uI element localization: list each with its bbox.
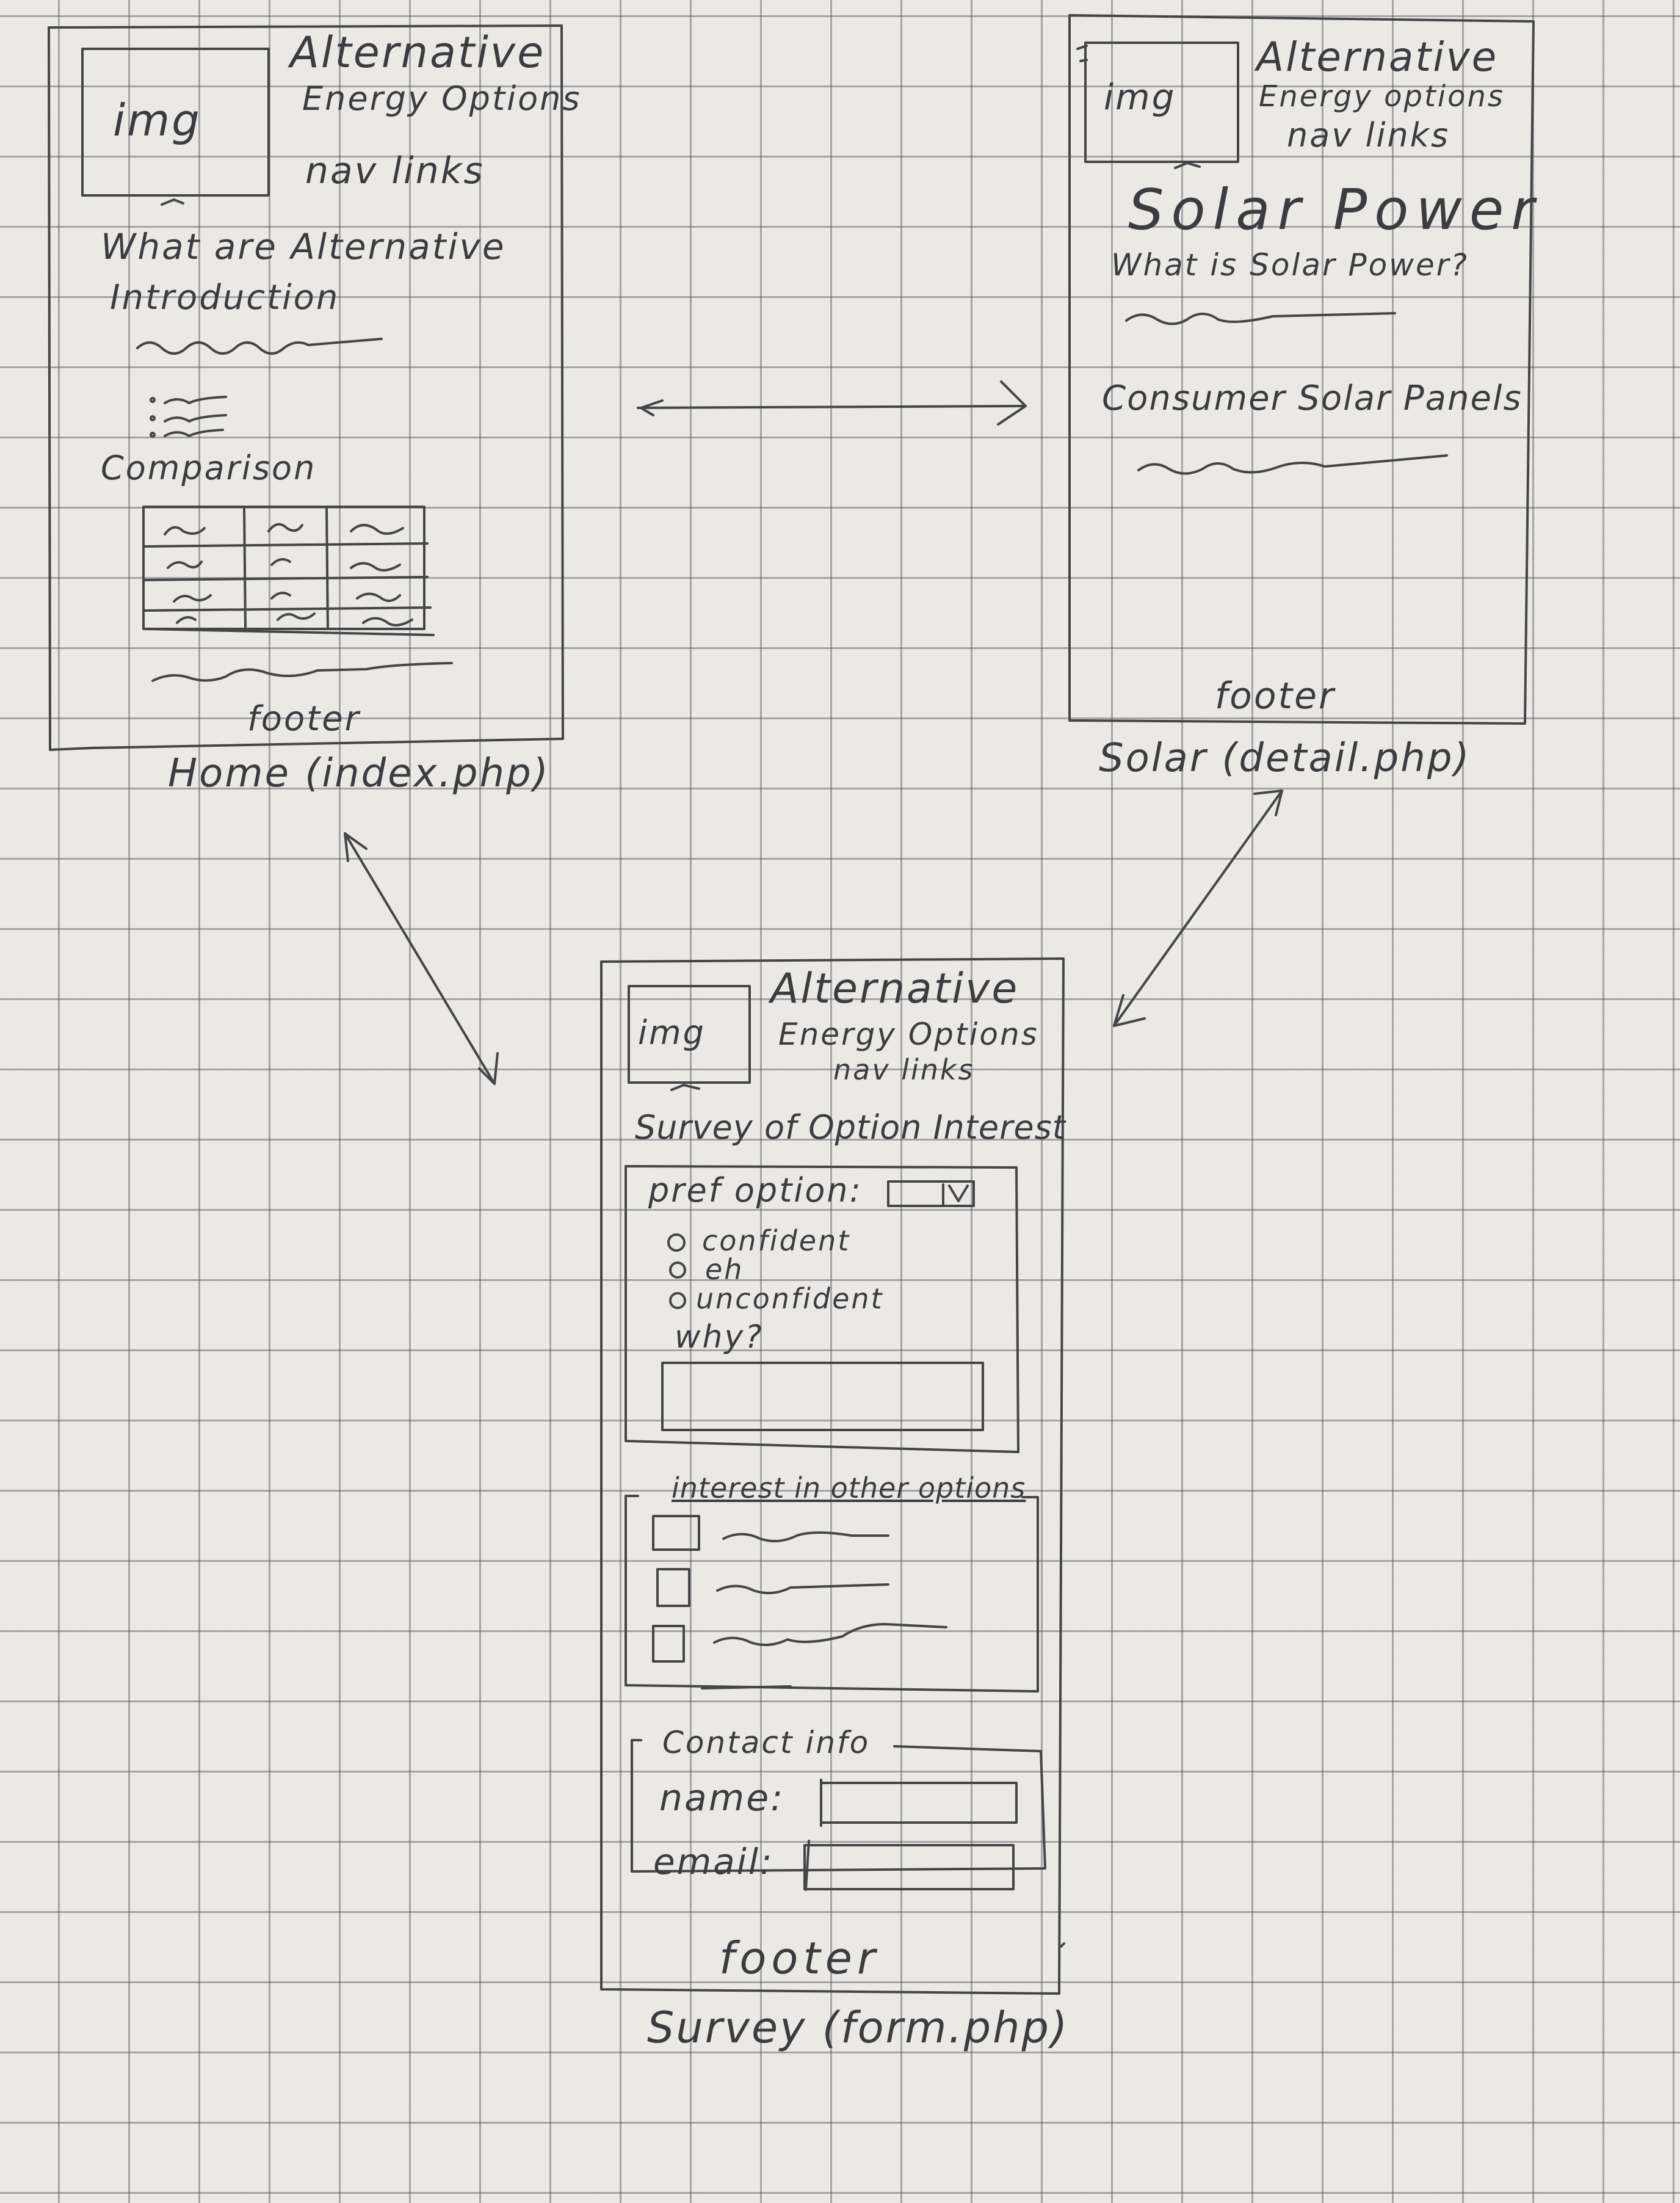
solar-site-title: Alternative: [1256, 34, 1499, 81]
pref-option-select: [887, 1180, 975, 1207]
email-label: email:: [653, 1841, 774, 1882]
survey-fieldset-2: [625, 1495, 1039, 1693]
solar-heading: Solar Power: [1128, 177, 1542, 242]
survey-heading: Survey of Option Interest: [635, 1108, 1066, 1147]
radio-eh: [669, 1261, 686, 1279]
survey-img-placeholder: img: [638, 1014, 706, 1052]
solar-question-heading: What is Solar Power?: [1111, 247, 1469, 283]
home-footer: footer: [247, 699, 361, 739]
email-input: [803, 1844, 1015, 1890]
name-label: name:: [659, 1777, 785, 1820]
home-comparison-table: [142, 506, 435, 636]
solar-site-subtitle: Energy options: [1259, 79, 1505, 114]
radio-unconfident: [669, 1292, 686, 1309]
checkbox-3: [652, 1625, 685, 1663]
solar-img-placeholder: img: [1104, 76, 1176, 118]
survey-nav-links[interactable]: nav links: [833, 1053, 975, 1086]
survey-site-title: Alternative: [770, 965, 1019, 1013]
pref-option-label: pref option:: [648, 1171, 863, 1210]
survey-fieldset-1: [625, 1165, 1019, 1453]
name-input: [820, 1782, 1018, 1824]
solar-panels-text: [1137, 454, 1448, 475]
why-textarea: [661, 1362, 984, 1431]
home-nav-links[interactable]: nav links: [305, 150, 485, 192]
home-comparison-heading: Comparison: [101, 449, 317, 487]
home-img-placeholder: img: [113, 95, 201, 146]
home-site-title: Alternative: [290, 27, 546, 78]
home-site-subtitle: Energy Options: [302, 79, 582, 118]
radio-confident-label: confident: [702, 1224, 851, 1257]
home-bullet-1: [150, 397, 156, 403]
home-closing-text: [151, 662, 453, 682]
home-bullet-3: [150, 432, 156, 438]
radio-eh-label: eh: [705, 1253, 744, 1286]
solar-img-box: [1084, 42, 1239, 163]
home-frame: [48, 24, 564, 751]
solar-consumer-heading: Consumer Solar Panels: [1102, 379, 1522, 418]
home-intro-text: [136, 338, 383, 355]
interest-legend: interest in other options: [672, 1472, 1026, 1504]
solar-intro-text: [1125, 312, 1396, 325]
survey-frame: [600, 957, 1065, 1995]
radio-unconfident-label: unconfident: [696, 1282, 884, 1315]
arrow-solar-survey: [1113, 789, 1283, 1027]
home-bullet-2: [150, 415, 156, 421]
survey-footer: footer: [719, 1933, 880, 1984]
checkbox-1: [652, 1515, 700, 1551]
home-img-box: [81, 48, 270, 197]
checkbox-2: [656, 1568, 690, 1607]
contact-legend: Contact info: [662, 1725, 871, 1760]
arrow-home-survey: [344, 832, 499, 1085]
solar-footer: footer: [1215, 675, 1336, 717]
solar-page-label: Solar (detail.php): [1099, 736, 1471, 781]
radio-confident: [667, 1233, 686, 1252]
home-heading: What are Alternative: [101, 226, 506, 267]
arrow-home-solar: [637, 380, 1027, 426]
why-label: why?: [675, 1319, 764, 1356]
survey-fieldset-3: [631, 1739, 1046, 1873]
home-introduction-heading: Introduction: [110, 278, 340, 318]
survey-site-subtitle: Energy Options: [778, 1017, 1039, 1052]
solar-frame: [1068, 14, 1535, 725]
survey-page-label: Survey (form.php): [647, 2003, 1070, 2053]
solar-nav-links[interactable]: nav links: [1287, 116, 1450, 154]
home-page-label: Home (index.php): [168, 751, 550, 796]
survey-img-box: [628, 985, 751, 1084]
